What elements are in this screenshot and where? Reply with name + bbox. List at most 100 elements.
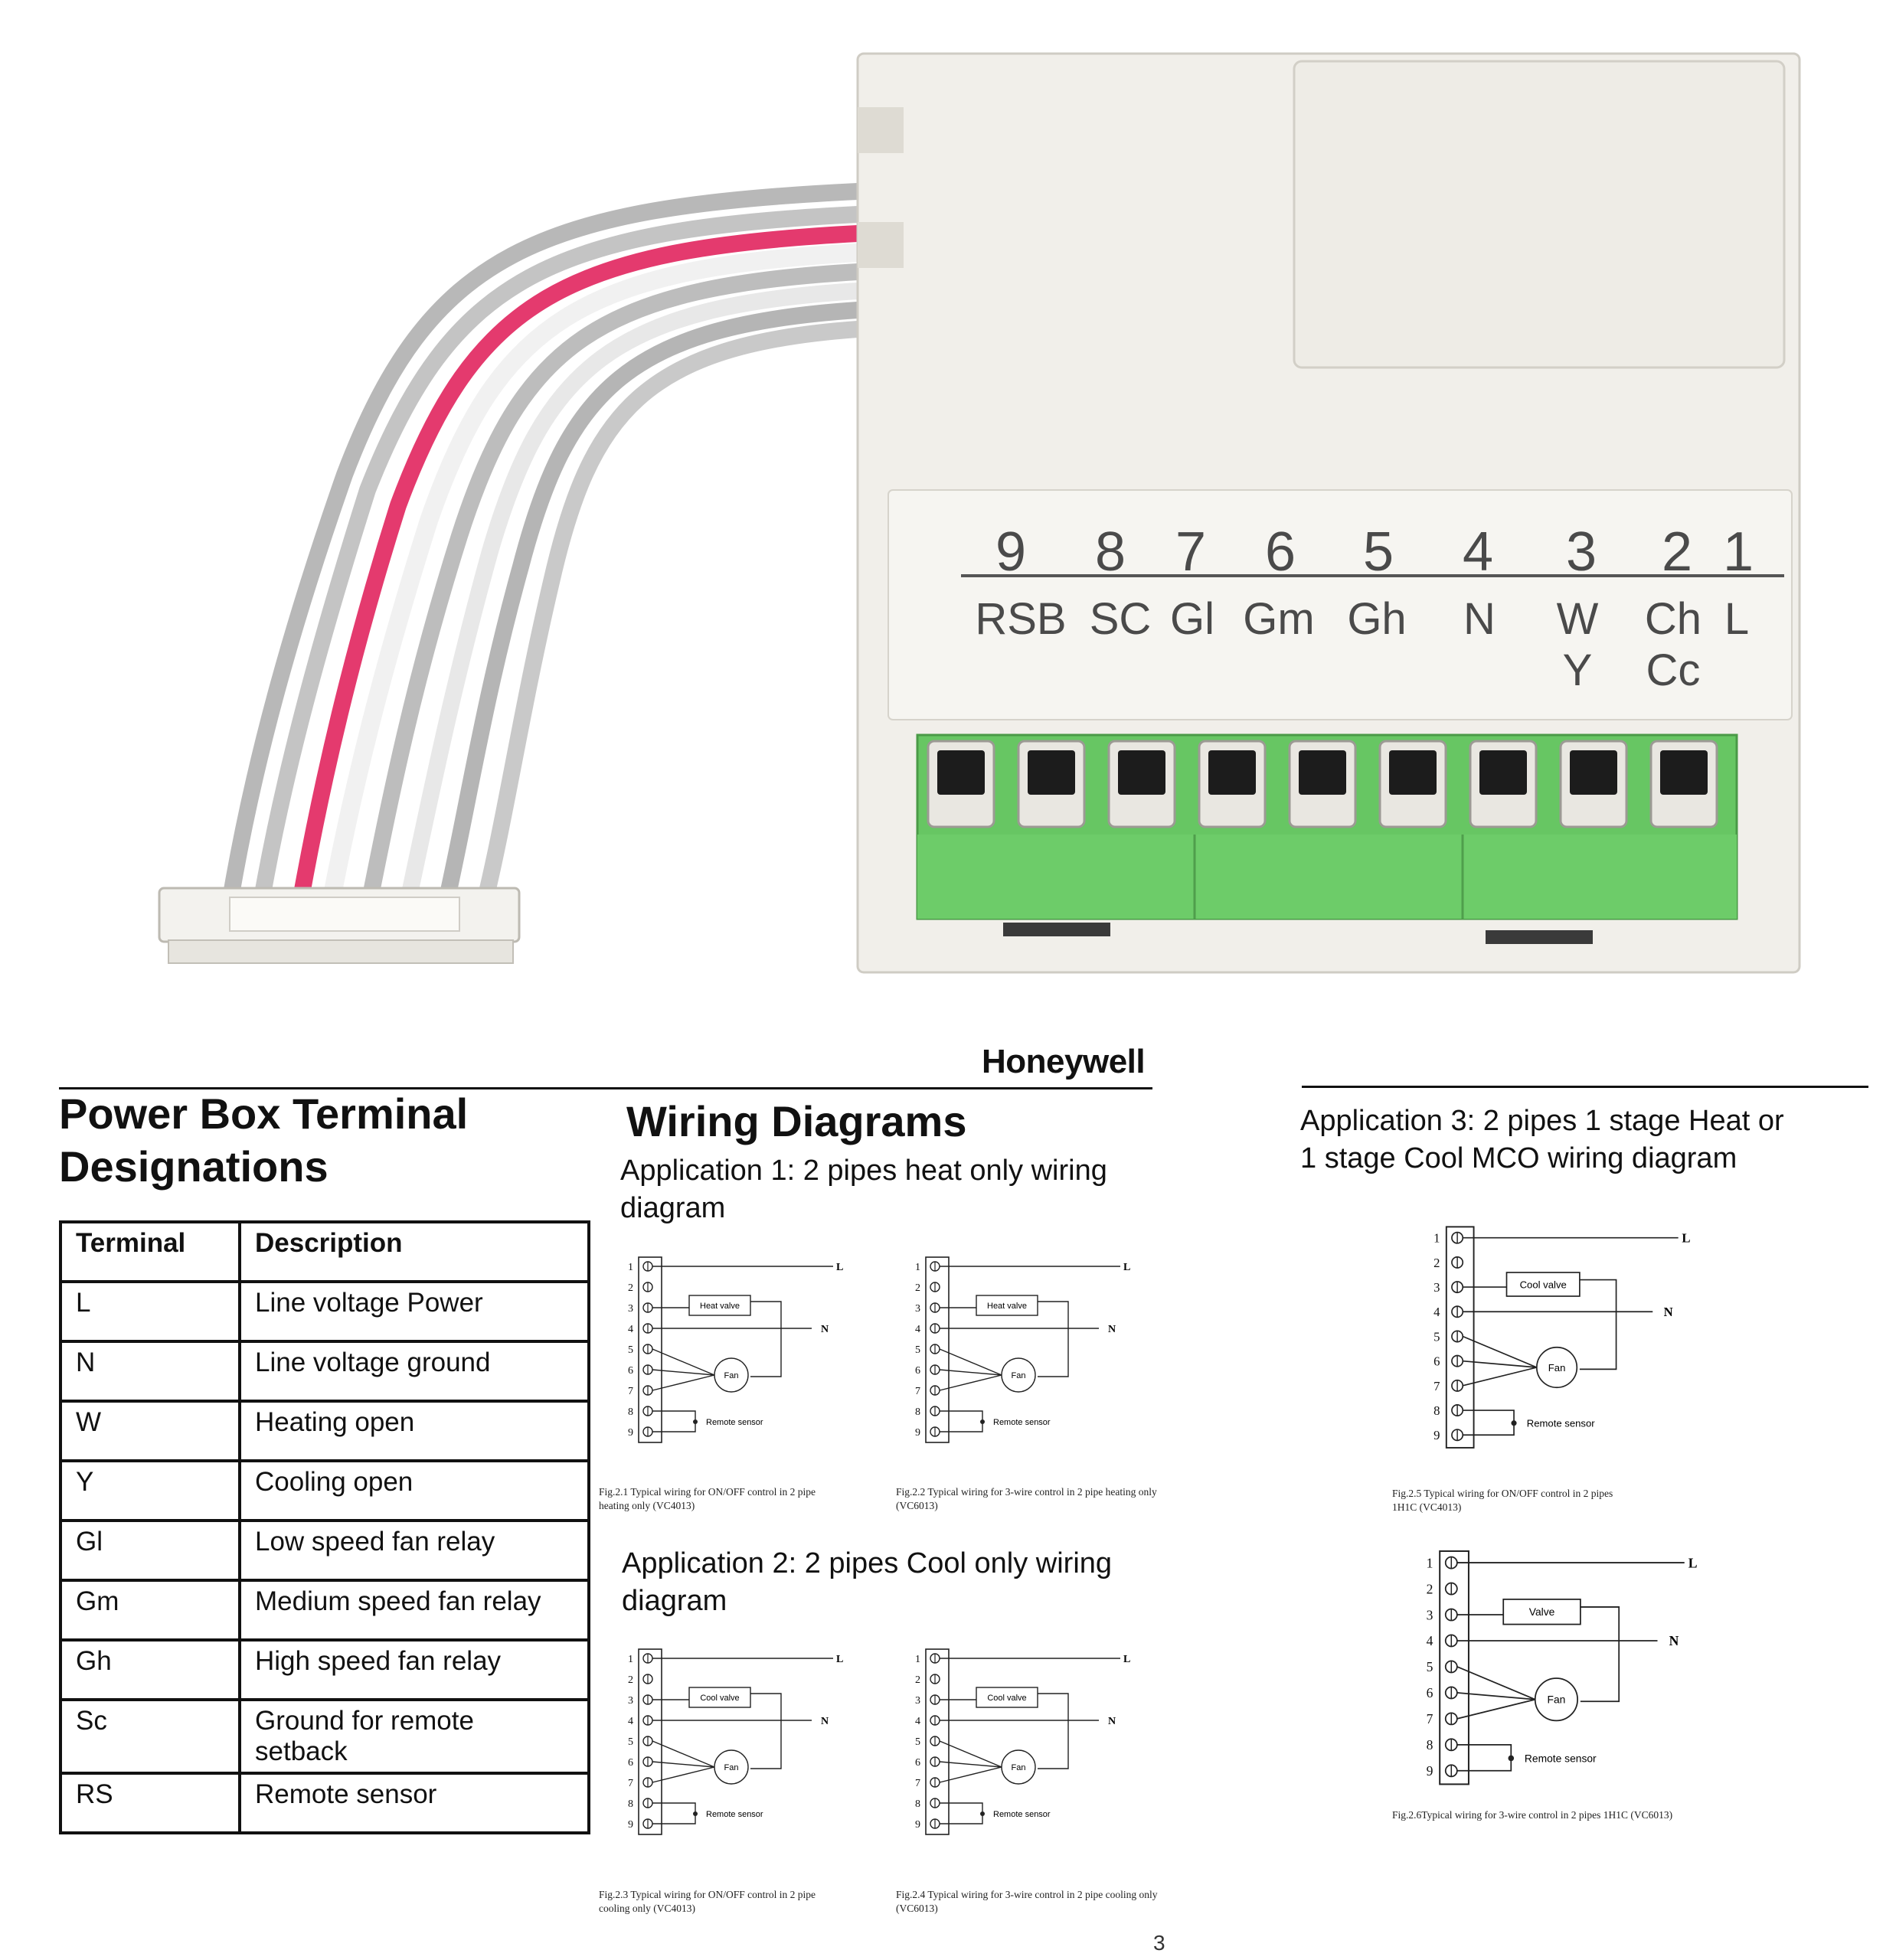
fan-label: Fan	[724, 1371, 739, 1380]
description-cell: Remote sensor	[238, 1772, 590, 1834]
caption-line: cooling only (VC4013)	[599, 1902, 695, 1914]
fan-wire	[1456, 1692, 1535, 1700]
terminal-label-y: Y	[1563, 645, 1593, 695]
terminal-number: 3	[915, 1695, 920, 1707]
terminal-number: 7	[1433, 1379, 1440, 1393]
terminal-screw-hole	[1389, 750, 1437, 795]
terminal-number: 2	[915, 1674, 920, 1686]
terminal-number: 4	[915, 1324, 920, 1335]
terminal-number: 4	[1427, 1633, 1433, 1648]
valve-label: Cool valve	[1520, 1279, 1567, 1290]
terminal-cell: Sc	[59, 1698, 241, 1775]
remote-sensor-icon	[980, 1419, 985, 1424]
label-N: N	[1664, 1305, 1673, 1319]
terminal-number: 1	[1433, 1231, 1440, 1246]
terminal-number: 2	[628, 1282, 633, 1294]
terminal-label-gm: Gm	[1243, 594, 1314, 644]
remote-sensor-wire	[940, 1802, 983, 1824]
fan-wire	[652, 1761, 715, 1768]
caption-line: Fig.2.6Typical wiring for 3-wire control…	[1392, 1809, 1673, 1821]
terminal-number: 4	[628, 1716, 633, 1727]
remote-sensor-label: Remote sensor	[706, 1810, 763, 1819]
remote-sensor-label: Remote sensor	[993, 1418, 1051, 1427]
caption-fig-2-1: Fig.2.1 Typical wiring for ON/OFF contro…	[599, 1485, 816, 1512]
fan-label: Fan	[724, 1763, 739, 1772]
terminal-screw-hole	[1208, 750, 1256, 795]
terminal-cell: RS	[59, 1772, 241, 1834]
remote-sensor-wire	[652, 1802, 696, 1824]
description-cell: Low speed fan relay	[238, 1519, 590, 1582]
caption-fig-2-4: Fig.2.4 Typical wiring for 3-wire contro…	[896, 1888, 1158, 1915]
terminal-number: 5	[915, 1736, 920, 1748]
terminal-cell: Gm	[59, 1579, 241, 1642]
table-header-row: Terminal Description	[59, 1220, 590, 1283]
power-box-title-line1: Power Box Terminal	[59, 1089, 469, 1138]
fan-wire	[1456, 1698, 1535, 1720]
terminal-number: 9	[915, 1819, 920, 1831]
label-N: N	[821, 1716, 829, 1727]
label-L: L	[836, 1654, 843, 1665]
terminal-number: 4	[915, 1716, 920, 1727]
remote-sensor-icon	[1508, 1755, 1515, 1762]
terminal-screw-hole	[1299, 750, 1346, 795]
terminal-number: 6	[628, 1365, 633, 1377]
valve-box	[1505, 1272, 1581, 1297]
label-L: L	[1682, 1231, 1690, 1246]
terminal-cell: Gl	[59, 1519, 241, 1582]
terminal-number-8: 8	[1095, 521, 1126, 583]
terminal-number: 9	[628, 1819, 633, 1831]
terminal-number: 9	[628, 1427, 633, 1439]
terminal-number: 2	[628, 1674, 633, 1686]
valve-return-wire	[1038, 1693, 1069, 1769]
remote-sensor-icon	[693, 1419, 698, 1424]
valve-box	[688, 1295, 751, 1316]
terminal-number-2: 2	[1662, 521, 1692, 583]
fan-label: Fan	[1548, 1362, 1566, 1374]
caption-line: Fig.2.1 Typical wiring for ON/OFF contro…	[599, 1486, 816, 1498]
terminal-number-9: 9	[995, 521, 1026, 583]
caption-line: heating only (VC4013)	[599, 1499, 695, 1511]
caption-fig-2-2: Fig.2.2 Typical wiring for 3-wire contro…	[896, 1485, 1157, 1512]
application-2-line2: diagram	[622, 1584, 727, 1617]
terminal-number: 3	[628, 1695, 633, 1707]
terminal-number: 7	[1427, 1711, 1433, 1726]
application-3-line1: Application 3: 2 pipes 1 stage Heat or	[1300, 1105, 1784, 1137]
terminal-number-5: 5	[1363, 521, 1394, 583]
terminal-strip	[1439, 1550, 1469, 1785]
valve-box	[976, 1687, 1038, 1708]
terminal-strip	[1445, 1226, 1475, 1449]
terminal-label-gl: Gl	[1170, 594, 1214, 644]
application-2-line1: Application 2: 2 pipes Cool only wiring	[622, 1547, 1113, 1579]
description-cell: High speed fan relay	[238, 1638, 590, 1701]
fan-wire	[1463, 1360, 1537, 1368]
fan-wire	[939, 1761, 1002, 1768]
terminal-labels: 9 8 7 6 5 4 3 2 1 RSB SC Gl Gm Gh N W Ch…	[961, 521, 1784, 695]
fan-label: Fan	[1012, 1763, 1026, 1772]
label-N: N	[1108, 1716, 1116, 1727]
description-cell: Medium speed fan relay	[238, 1579, 590, 1642]
caption-fig-2-3: Fig.2.3 Typical wiring for ON/OFF contro…	[599, 1888, 816, 1915]
honeywell-logo: Honeywell	[982, 1043, 1146, 1080]
terminal-label-n: N	[1463, 594, 1496, 644]
valve-return-wire	[1038, 1301, 1069, 1377]
terminal-number: 8	[1433, 1403, 1440, 1418]
fan-wire	[652, 1369, 715, 1376]
wiring-diagrams-title: Wiring Diagrams	[626, 1097, 967, 1145]
terminal-strip	[925, 1648, 950, 1835]
terminal-number-3: 3	[1566, 521, 1597, 583]
fan-label: Fan	[1012, 1371, 1026, 1380]
label-L: L	[836, 1262, 843, 1273]
caption-line: Fig.2.5 Typical wiring for ON/OFF contro…	[1392, 1488, 1613, 1499]
description-cell: Line voltage Power	[238, 1280, 590, 1343]
label-N: N	[1669, 1633, 1679, 1648]
